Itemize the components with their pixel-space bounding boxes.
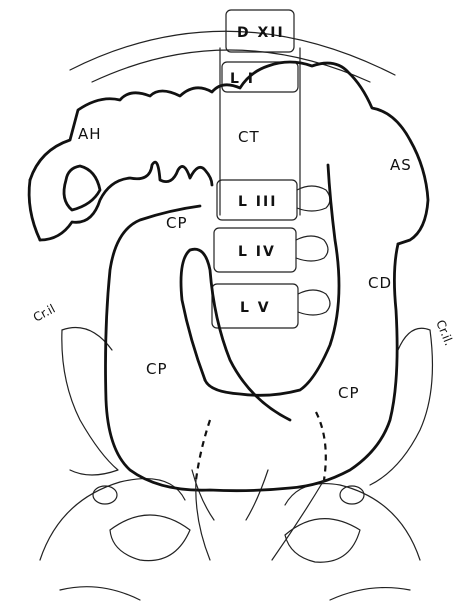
sacrum-right <box>246 470 268 520</box>
right-ilium-wing <box>398 328 430 350</box>
label-as: AS <box>390 156 412 174</box>
rectum-lower-left <box>196 480 210 560</box>
label-l4: L IV <box>238 244 276 260</box>
rectum-lower-right <box>272 480 324 560</box>
transverse-process-l3 <box>297 186 330 211</box>
label-cp-left: CP <box>146 360 168 378</box>
right-ischium <box>330 588 410 600</box>
colon-hepatic-left <box>29 180 40 240</box>
right-ilium-outline <box>370 330 432 485</box>
left-ilium-outline <box>62 330 118 475</box>
label-l1: L I <box>230 71 255 87</box>
transverse-process-l4 <box>296 236 328 261</box>
label-ct: CT <box>238 128 260 146</box>
left-femoral-head <box>93 486 117 504</box>
label-cp-top: CP <box>166 214 188 232</box>
label-iliac-crest-left: Cr.il <box>31 302 58 325</box>
rectum-dashed-left <box>196 420 210 480</box>
left-pubis <box>40 479 185 560</box>
label-cp-right: CP <box>338 384 360 402</box>
transverse-process-l5 <box>298 290 330 315</box>
rectum-dashed-right <box>316 412 326 480</box>
left-obturator <box>110 515 190 561</box>
label-l5: L V <box>240 300 271 316</box>
label-cd: CD <box>368 274 392 292</box>
label-l3: L III <box>238 194 277 210</box>
colon-hepatic-flexure-fold <box>64 166 100 210</box>
label-iliac-crest-right: Cr.il. <box>433 318 456 348</box>
label-dxii: D XII <box>237 25 285 41</box>
left-ischium <box>60 587 140 600</box>
label-ah: AH <box>78 125 102 143</box>
